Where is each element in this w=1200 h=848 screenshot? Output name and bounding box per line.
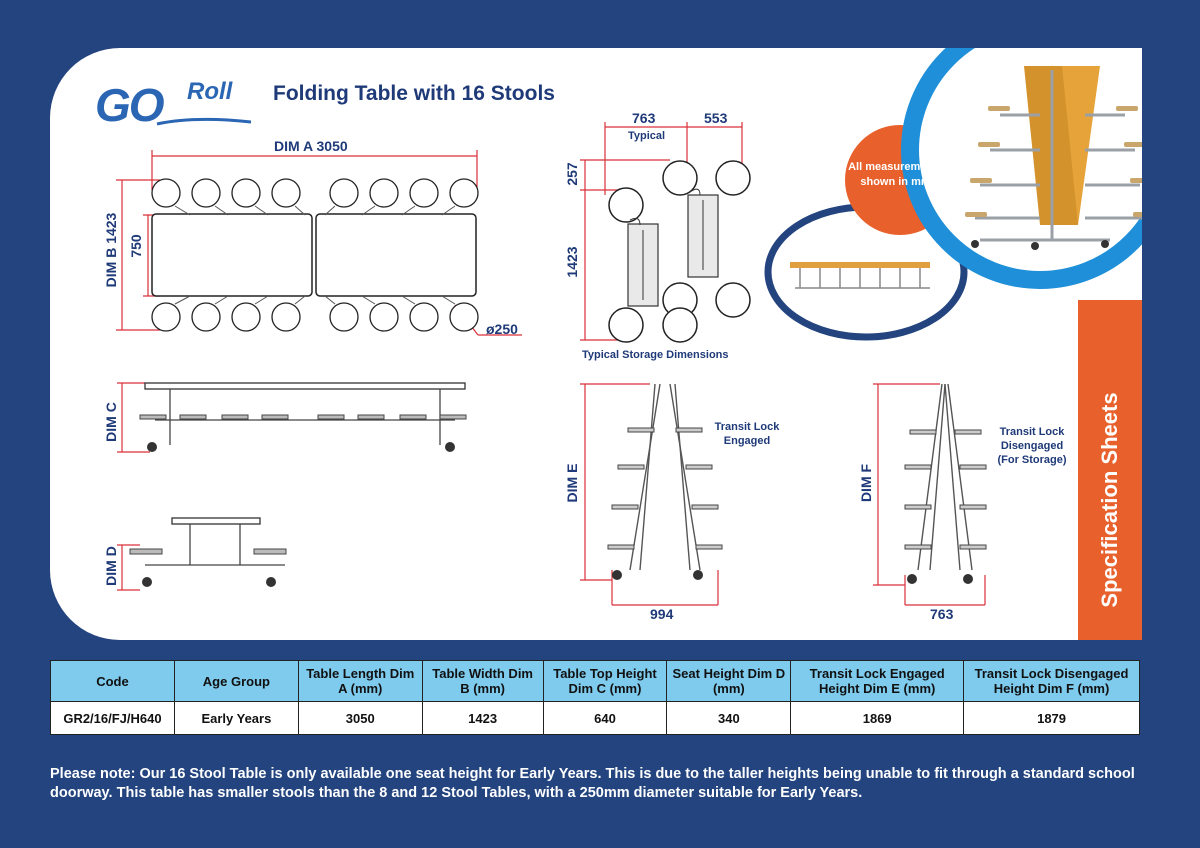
measurement-badge: All measurements shown in mm xyxy=(848,161,943,188)
table-row: GR2/16/FJ/H640 Early Years 3050 1423 640… xyxy=(50,701,1140,735)
table-header-cell: Code xyxy=(50,660,175,702)
page-title: Folding Table with 16 Stools xyxy=(273,82,555,105)
table-header-cell: Seat Height Dim D (mm) xyxy=(666,660,792,702)
table-header-cell: Transit Lock Disengaged Height Dim F (mm… xyxy=(963,660,1140,702)
table-cell: Early Years xyxy=(173,701,299,735)
logo-wave xyxy=(156,117,252,126)
table-cell: 1869 xyxy=(790,701,965,735)
table-cell: 640 xyxy=(542,701,668,735)
table-header-cell: Table Top Height Dim C (mm) xyxy=(542,660,668,702)
table-header-cell: Transit Lock Engaged Height Dim E (mm) xyxy=(790,660,965,702)
table-header-cell: Table Width Dim B (mm) xyxy=(421,660,544,702)
folded-table-photo xyxy=(965,66,1142,250)
transit-engaged-width: 994 xyxy=(650,606,674,622)
logo-roll: Roll xyxy=(187,78,233,105)
table-cell: GR2/16/FJ/H640 xyxy=(50,701,175,735)
dim-f-label: DIM F xyxy=(858,463,874,503)
spec-table: Code Age Group Table Length Dim A (mm) T… xyxy=(50,660,1140,735)
sidebar-tab xyxy=(1078,300,1142,640)
storage-width-2: 553 xyxy=(704,110,728,126)
transit-disengaged-width: 763 xyxy=(930,606,954,622)
table-cell: 3050 xyxy=(297,701,423,735)
footnote: Please note: Our 16 Stool Table is only … xyxy=(50,766,1135,801)
table-header-cell: Table Length Dim A (mm) xyxy=(297,660,423,702)
table-cell: 1879 xyxy=(963,701,1140,735)
dim-e-label: DIM E xyxy=(564,463,580,503)
stool-diameter-label: ø250 xyxy=(486,321,518,337)
table-cell: 340 xyxy=(666,701,792,735)
table-header-row: Code Age Group Table Length Dim A (mm) T… xyxy=(50,660,1140,702)
storage-typical: Typical xyxy=(628,130,666,142)
table-cell: 1423 xyxy=(421,701,544,735)
logo-go: GO xyxy=(95,79,165,131)
transit-engaged-label: Transit Lock Engaged xyxy=(714,421,780,447)
storage-width-1: 763 xyxy=(632,110,656,126)
storage-caption: Typical Storage Dimensions xyxy=(582,349,729,361)
dim-a-label: DIM A 3050 xyxy=(274,138,348,154)
table-header-cell: Age Group xyxy=(173,660,299,702)
transit-disengaged-label: Transit Lock Disengaged (For Storage) xyxy=(997,426,1067,466)
